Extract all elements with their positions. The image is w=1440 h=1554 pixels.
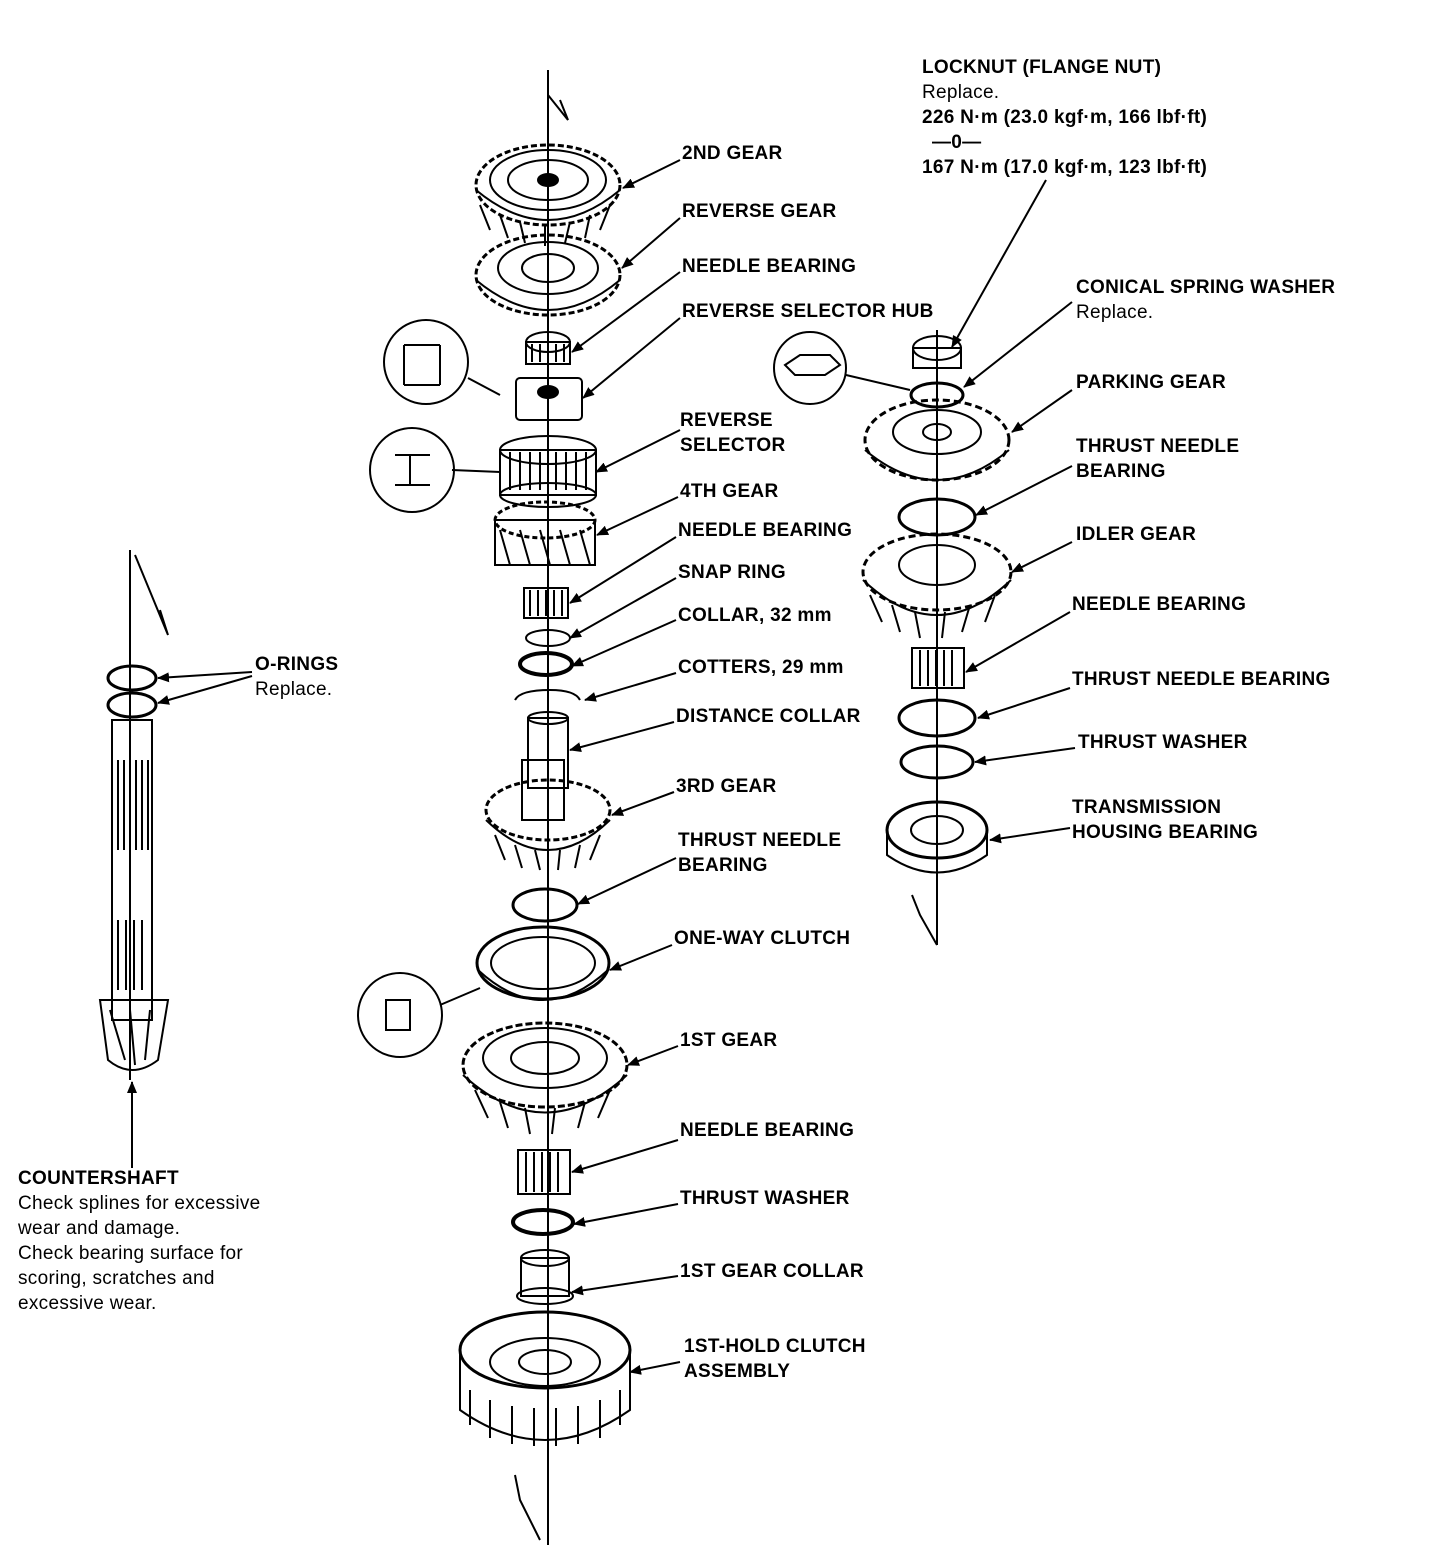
countershaft-part [98, 550, 170, 1080]
needle-bearing-part-1 [525, 331, 571, 365]
label-thrust-washer-1: THRUST WASHER [680, 1188, 850, 1209]
label-needle-bearing-3: NEEDLE BEARING [680, 1120, 855, 1141]
detail-circle-1 [383, 319, 501, 405]
label-reverse-gear: REVERSE GEAR [682, 201, 837, 222]
label-needle-bearing-1: NEEDLE BEARING [682, 256, 857, 277]
one-way-clutch-part [475, 925, 611, 1001]
label-reverse-selector-hub: REVERSE SELECTOR HUB [682, 301, 934, 322]
label-first-hold-clutch-line2: ASSEMBLY [684, 1361, 791, 1382]
label-first-hold-clutch: 1ST-HOLD CLUTCH ASSEMBLY [684, 1334, 866, 1384]
label-o-rings-title: O-RINGS [255, 654, 339, 675]
reverse-gear-part [474, 233, 622, 317]
label-countershaft-note-4: scoring, scratches and [18, 1268, 215, 1289]
label-thrust-needle-bearing-3: THRUST NEEDLE BEARING [1072, 669, 1331, 690]
label-first-hold-clutch-line1: 1ST-HOLD CLUTCH [684, 1336, 866, 1357]
label-o-rings: O-RINGS Replace. [255, 652, 338, 702]
detail-circle-2 [369, 427, 501, 513]
label-locknut-torque-sep: —0— [932, 132, 982, 153]
label-reverse-selector-line1: REVERSE [680, 410, 773, 431]
label-thrust-needle-bearing-2: THRUST NEEDLE BEARING [1076, 434, 1239, 484]
label-locknut-title: LOCKNUT (FLANGE NUT) [922, 57, 1162, 78]
label-o-rings-note: Replace. [255, 679, 333, 700]
first-gear-collar-part [516, 1249, 574, 1305]
transmission-housing-bearing-part [885, 800, 989, 874]
right-axis-line [911, 330, 938, 946]
label-cotters-29: COTTERS, 29 mm [678, 657, 844, 678]
label-reverse-selector: REVERSE SELECTOR [680, 408, 786, 458]
label-distance-collar: DISTANCE COLLAR [676, 706, 861, 727]
idler-gear-part [861, 532, 1013, 639]
label-conical-spring-washer-note: Replace. [1076, 302, 1154, 323]
needle-bearing-part-4 [911, 647, 965, 689]
thrust-needle-bearing-part-1 [511, 887, 579, 923]
thrust-washer-part-2 [899, 744, 975, 780]
conical-spring-washer-part [909, 381, 965, 409]
label-idler-gear: IDLER GEAR [1076, 524, 1197, 545]
label-thrust-needle-bearing-1: THRUST NEEDLE BEARING [678, 828, 841, 878]
label-countershaft-title: COUNTERSHAFT [18, 1168, 179, 1189]
label-locknut-note: Replace. [922, 82, 1000, 103]
locknut-part [912, 335, 962, 369]
label-reverse-selector-line2: SELECTOR [680, 435, 786, 456]
label-first-gear-collar: 1ST GEAR COLLAR [680, 1261, 864, 1282]
label-locknut: LOCKNUT (FLANGE NUT) Replace. 226 N·m (2… [922, 55, 1207, 180]
main-axis-line [514, 70, 569, 1545]
label-thrust-needle-bearing-1-line2: BEARING [678, 855, 768, 876]
label-transmission-housing-bearing-line2: HOUSING BEARING [1072, 822, 1259, 843]
reverse-selector-hub-part [515, 377, 583, 421]
label-parking-gear: PARKING GEAR [1076, 372, 1226, 393]
label-conical-spring-washer: CONICAL SPRING WASHER Replace. [1076, 275, 1335, 325]
label-thrust-needle-bearing-2-line2: BEARING [1076, 461, 1166, 482]
label-third-gear: 3RD GEAR [676, 776, 777, 797]
label-countershaft: COUNTERSHAFT Check splines for excessive… [18, 1166, 261, 1316]
label-fourth-gear: 4TH GEAR [680, 481, 779, 502]
label-collar-32: COLLAR, 32 mm [678, 605, 832, 626]
detail-circle-3 [357, 972, 481, 1058]
needle-bearing-part-2 [523, 587, 569, 619]
collar-part [518, 651, 574, 677]
distance-collar-part [527, 711, 569, 789]
label-first-gear: 1ST GEAR [680, 1030, 778, 1051]
second-gear-part [474, 143, 622, 246]
label-countershaft-note-3: Check bearing surface for [18, 1243, 244, 1264]
fourth-gear-part [493, 500, 597, 566]
third-gear-part [484, 759, 612, 871]
label-second-gear: 2ND GEAR [682, 143, 783, 164]
label-thrust-needle-bearing-2-line1: THRUST NEEDLE [1076, 436, 1240, 457]
thrust-washer-part-1 [511, 1208, 575, 1236]
reverse-selector-part [499, 435, 597, 508]
label-countershaft-note-5: excessive wear. [18, 1293, 157, 1314]
thrust-needle-bearing-part-3 [897, 698, 977, 738]
label-needle-bearing-2: NEEDLE BEARING [678, 520, 853, 541]
label-thrust-needle-bearing-1-line1: THRUST NEEDLE [678, 830, 842, 851]
label-transmission-housing-bearing: TRANSMISSION HOUSING BEARING [1072, 795, 1258, 845]
first-hold-clutch-part [458, 1310, 632, 1446]
parking-gear-part [863, 398, 1011, 482]
label-countershaft-note-1: Check splines for excessive [18, 1193, 261, 1214]
label-one-way-clutch: ONE-WAY CLUTCH [674, 928, 851, 949]
cotters-part [514, 688, 581, 701]
label-countershaft-note-2: wear and damage. [18, 1218, 181, 1239]
needle-bearing-part-3 [517, 1149, 571, 1195]
detail-circle-4 [773, 331, 911, 405]
label-conical-spring-washer-title: CONICAL SPRING WASHER [1076, 277, 1336, 298]
label-locknut-torque-1: 226 N·m (23.0 kgf·m, 166 lbf·ft) [922, 107, 1208, 128]
first-gear-part [461, 1021, 629, 1135]
label-snap-ring: SNAP RING [678, 562, 786, 583]
label-needle-bearing-4: NEEDLE BEARING [1072, 594, 1247, 615]
leader-lines [127, 159, 1076, 1375]
label-thrust-washer-2: THRUST WASHER [1078, 732, 1248, 753]
label-transmission-housing-bearing-line1: TRANSMISSION [1072, 797, 1222, 818]
label-locknut-torque-2: 167 N·m (17.0 kgf·m, 123 lbf·ft) [922, 157, 1208, 178]
